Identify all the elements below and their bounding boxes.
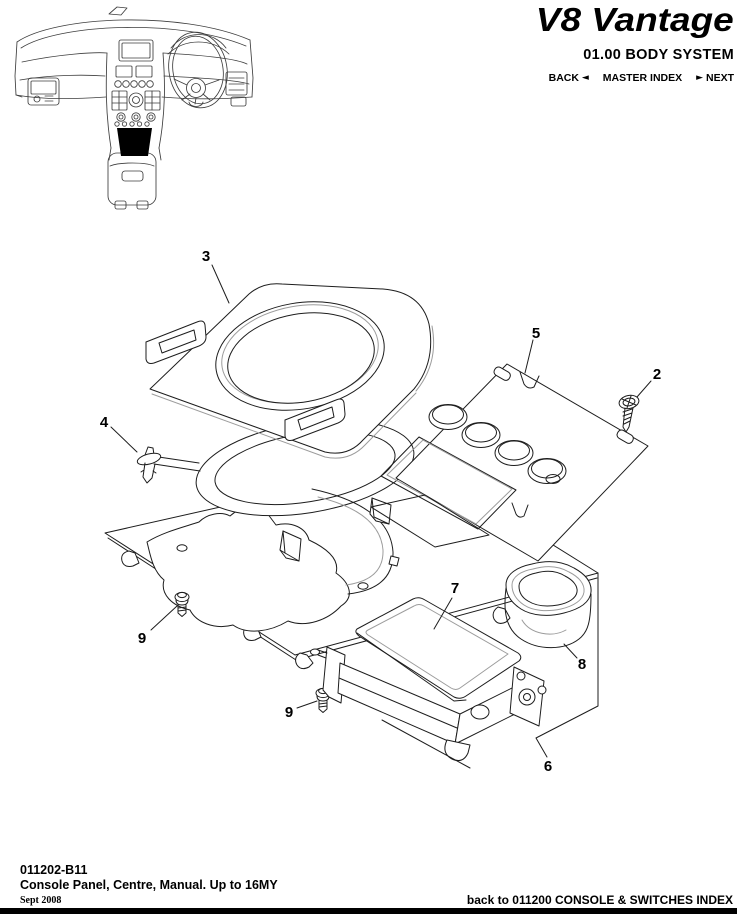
back-arrow-icon: ◄ [581, 73, 589, 83]
steering-wheel-sketch [168, 31, 228, 109]
rearview-mirror-sketch [108, 6, 128, 16]
callout-5-label: 5 [532, 325, 540, 342]
console-highlight-area [117, 128, 152, 156]
callout-4-label: 4 [100, 414, 109, 431]
section-title: 01.00 BODY SYSTEM [583, 47, 734, 63]
screw-9-left-art [174, 591, 190, 617]
lower-console-sketch [107, 152, 157, 206]
callout-8-label: 8 [578, 656, 586, 673]
drawing-title: Console Panel, Centre, Manual. Up to 16M… [20, 878, 278, 892]
callout-2-label: 2 [653, 366, 661, 383]
page-logo: V8 Vantage [536, 1, 734, 38]
drawing-number: 011202-B11 [20, 863, 88, 877]
hvac-knob-sketch [128, 92, 144, 108]
callout-3-label: 3 [202, 248, 210, 265]
clip-art [136, 446, 162, 484]
switch-panel-art [380, 363, 649, 562]
exploded-view-diagram: 3 5 2 4 9 9 7 8 6 [100, 248, 661, 775]
next-link[interactable]: ► NEXT [696, 72, 734, 84]
breadcrumb-nav: BACK ◄ MASTER INDEX ► NEXT [549, 72, 734, 84]
screw-2-art [618, 394, 640, 433]
drawing-date: Sept 2008 [20, 895, 62, 906]
callout-9-right-label: 9 [285, 704, 293, 721]
master-index-link[interactable]: MASTER INDEX [602, 72, 683, 84]
nav-screen-sketch [118, 39, 154, 62]
assembly-6-bracket [535, 572, 599, 758]
next-link-label: NEXT [705, 72, 734, 84]
callout-leaders [110, 264, 652, 769]
callout-6-label: 6 [544, 758, 552, 775]
callout-7-label: 7 [451, 580, 459, 597]
back-link[interactable]: BACK ◄ [549, 72, 589, 84]
callout-9-left-label: 9 [138, 630, 146, 647]
back-to-index-link[interactable]: back to 011200 CONSOLE & SWITCHES INDEX [466, 893, 733, 907]
footer-bar [0, 908, 737, 914]
next-arrow-icon: ► [696, 73, 704, 83]
back-link-label: BACK [548, 72, 579, 84]
rubber-bin-art [504, 561, 592, 649]
gasket-right-openings [370, 474, 561, 548]
callout-labels: 3 5 2 4 9 9 7 8 6 [100, 248, 661, 775]
console-box-art [310, 597, 547, 761]
trim-panel-art [145, 283, 435, 459]
dashboard-location-inset [14, 6, 254, 210]
